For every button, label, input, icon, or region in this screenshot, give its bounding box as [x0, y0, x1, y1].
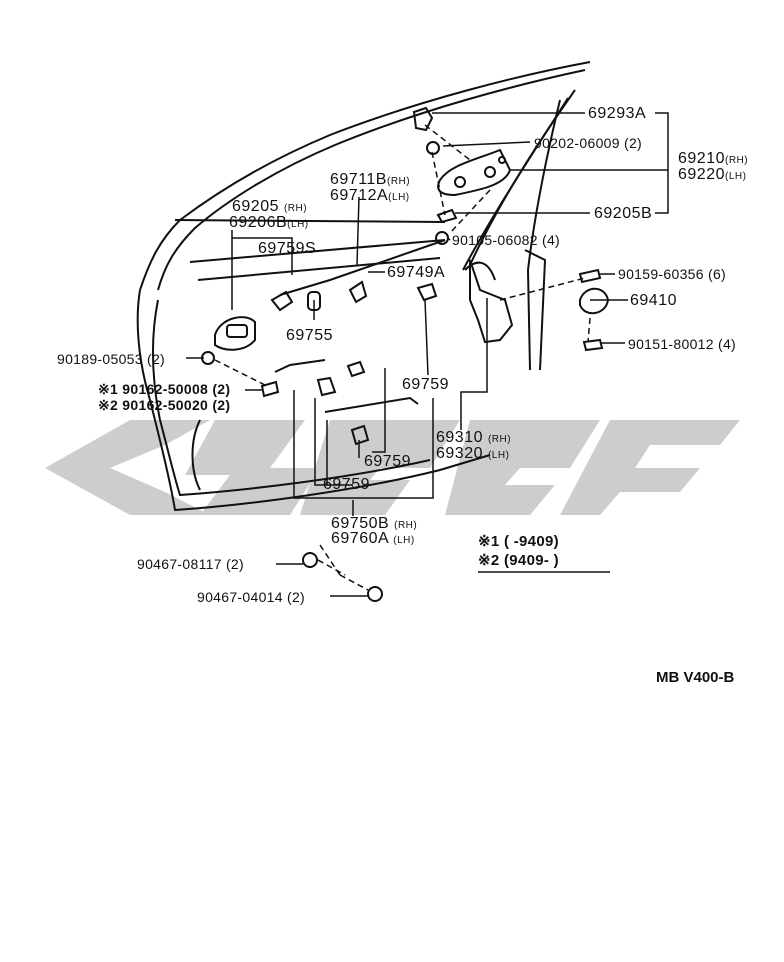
part-label-69712A: 69712A(LH)	[330, 188, 410, 204]
part-suffix-rh: (RH)	[386, 176, 411, 187]
part-label-69759-lower: 69759	[323, 476, 370, 493]
screw-90105-drawing	[435, 231, 449, 245]
clip-69759S-drawing	[270, 290, 294, 312]
footnote-2: ※2 (9409- )	[478, 553, 559, 568]
part-number-69711B: 69711B	[330, 171, 387, 188]
part-number-69205: 69205	[232, 198, 279, 215]
part-suffix-lh: (LH)	[393, 535, 415, 546]
part-label-69320: 69320 (LH)	[436, 446, 509, 462]
part-number-69206B: 69206B	[229, 214, 288, 231]
screw-90151-drawing	[582, 338, 604, 352]
part-suffix-lh: (LH)	[725, 171, 747, 182]
part-label-69205B: 69205B	[594, 205, 653, 222]
part-label-69293A: 69293A	[588, 105, 647, 122]
part-suffix-rh: (RH)	[487, 434, 512, 445]
part-label-69711B: 69711B(RH)	[330, 172, 410, 188]
part-label-90151-80012: 90151-80012 (4)	[628, 336, 737, 352]
part-label-69749A: 69749A	[387, 264, 446, 281]
part-suffix-lh: (LH)	[388, 192, 410, 203]
part-label-90467-08117: 90467-08117 (2)	[137, 556, 244, 572]
clip-90467-08117-drawing	[302, 552, 318, 568]
part-label-90467-04014: 90467-04014 (2)	[197, 589, 306, 605]
part-label-90162-50008: ※1 90162-50008 (2)	[98, 381, 231, 397]
part-label-69759-rod: 69759	[364, 453, 411, 470]
striker-69410-drawing	[579, 287, 610, 315]
rod-69760A-drawing	[324, 396, 419, 413]
part-label-69310: 69310 (RH)	[436, 430, 511, 446]
lock-assembly-69210-drawing	[437, 148, 512, 197]
part-label-90162-50020: ※2 90162-50020 (2)	[98, 397, 231, 413]
part-drawings	[201, 106, 610, 602]
rear-lock-69310-drawing	[469, 259, 514, 344]
part-suffix-rh: (RH)	[394, 520, 418, 531]
part-number-69712A: 69712A	[330, 187, 389, 204]
part-label-69410: 69410	[630, 292, 677, 309]
part-suffix-lh: (LH)	[487, 450, 510, 461]
screw-90189-drawing	[201, 351, 215, 365]
diagram-code: MB V400-B	[656, 669, 735, 686]
part-label-69210: 69210(RH)	[678, 151, 748, 167]
bracket-69749A-drawing	[348, 280, 368, 304]
part-label-69220: 69220(LH)	[678, 167, 746, 183]
part-label-69206B: 69206B(LH)	[229, 215, 309, 231]
footnote-1-range: ( -9409)	[503, 533, 559, 550]
part-label-90202-06009: 90202-06009 (2)	[534, 135, 643, 151]
footnote-1-mark: ※1	[478, 533, 500, 550]
part-label-90105-06082: 90105-06082 (4)	[452, 232, 561, 248]
part-suffix-rh: (RH)	[725, 155, 749, 166]
part-label-69750B: 69750B (RH)	[331, 516, 417, 532]
part-suffix-rh: (RH)	[283, 203, 308, 214]
part-number-69210: 69210	[678, 150, 725, 167]
part-suffix-lh: (LH)	[287, 219, 309, 230]
part-number-69760A: 69760A	[331, 530, 389, 547]
part-label-90159-60356: 90159-60356 (6)	[618, 266, 727, 282]
part-number-69220: 69220	[678, 166, 725, 183]
part-label-69755: 69755	[286, 327, 333, 344]
clip-90467-04014-drawing	[367, 586, 383, 602]
part-label-69759-lock: 69759	[402, 376, 449, 393]
rod-69750B-drawing	[274, 359, 326, 373]
inside-handle-69205-drawing	[214, 316, 256, 351]
footnote-2-range: (9409- )	[503, 552, 559, 569]
part-label-90189-05053: 90189-05053 (2)	[57, 351, 166, 367]
part-number-69310: 69310	[436, 429, 483, 446]
footnote-1: ※1 ( -9409)	[478, 534, 559, 549]
clip-69293A-drawing	[412, 106, 434, 132]
clip-69759-drawing	[416, 282, 438, 302]
screw-90159-drawing	[578, 268, 602, 284]
part-label-69205: 69205 (RH)	[232, 199, 307, 215]
leader-lines	[186, 112, 669, 597]
part-number-69320: 69320	[436, 445, 483, 462]
screw-90162-drawing	[260, 380, 280, 398]
screw-69205B-drawing	[436, 208, 458, 224]
part-number-69750B: 69750B	[331, 515, 390, 532]
part-label-69759S: 69759S	[258, 240, 317, 257]
footnote-2-mark: ※2	[478, 552, 500, 569]
rod-69711B-drawing	[279, 239, 446, 296]
part-label-69760A: 69760A (LH)	[331, 531, 415, 547]
washer-90202-drawing	[426, 141, 440, 155]
part-69755-drawing	[307, 291, 321, 311]
